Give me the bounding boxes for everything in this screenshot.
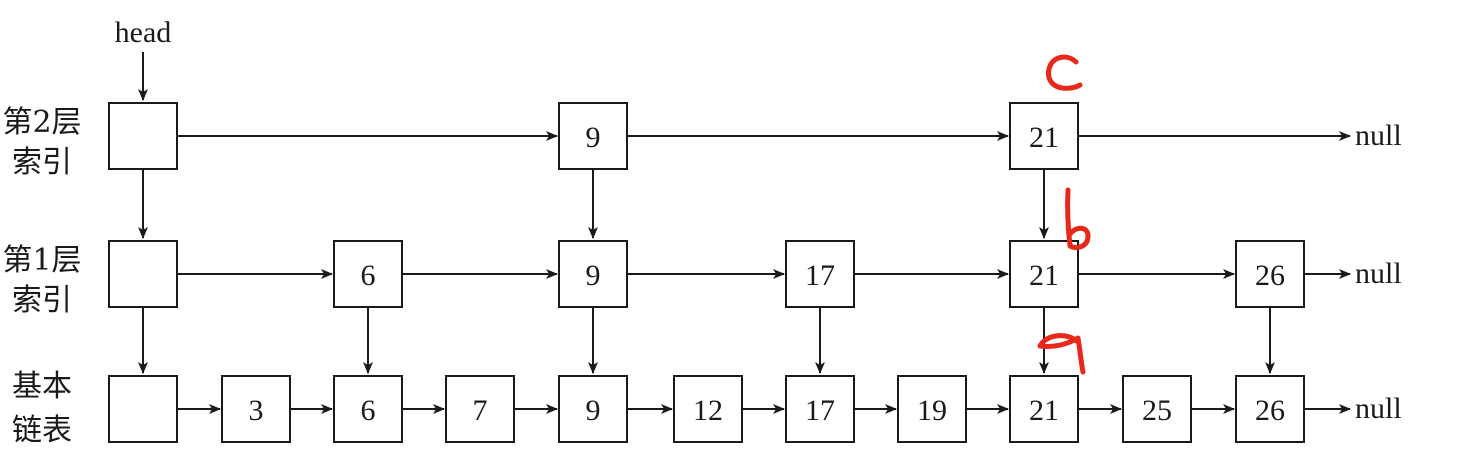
level2-node-head <box>108 102 178 170</box>
annotation-b <box>1065 187 1091 251</box>
base-node-9-value: 9 <box>586 394 601 427</box>
level1-null: null <box>1355 257 1402 290</box>
base-node-3 <box>221 375 291 443</box>
base-null: null <box>1355 392 1402 425</box>
annotation-a <box>1037 333 1086 375</box>
level2-node-21-value: 21 <box>1029 121 1059 154</box>
level-label-base-line1: 基本 <box>12 369 72 404</box>
level1-node-17 <box>785 240 855 308</box>
base-node-head <box>108 375 178 443</box>
base-node-26-value: 26 <box>1255 394 1285 427</box>
base-row: 3 6 7 9 12 17 19 21 25 26 null <box>108 375 1402 443</box>
level-label-base-line2: 链表 <box>12 413 72 448</box>
level-label-2-line2: 索引 <box>12 145 72 180</box>
level1-node-6-value: 6 <box>361 259 376 292</box>
level-label-2-line1: 第2层 <box>2 105 81 140</box>
base-node-19 <box>897 375 967 443</box>
level1-node-17-value: 17 <box>805 259 835 292</box>
base-node-25-value: 25 <box>1142 394 1172 427</box>
base-node-21 <box>1009 375 1079 443</box>
level1-node-21 <box>1009 240 1079 308</box>
level2-node-9-value: 9 <box>586 121 601 154</box>
base-node-6 <box>333 375 403 443</box>
level-label-2: 第2层 索引 <box>2 105 81 180</box>
annotation-c <box>1046 54 1083 91</box>
level-label-1-line2: 索引 <box>12 283 72 318</box>
level1-row: 6 9 17 21 26 null <box>108 240 1402 308</box>
level1-node-26-value: 26 <box>1255 259 1285 292</box>
base-node-3-value: 3 <box>249 394 264 427</box>
level2-row: 9 21 null <box>108 102 1402 170</box>
level1-node-21-value: 21 <box>1029 259 1059 292</box>
base-node-12-value: 12 <box>693 394 723 427</box>
base-node-7 <box>445 375 515 443</box>
base-node-21-value: 21 <box>1029 394 1059 427</box>
base-node-6-value: 6 <box>361 394 376 427</box>
level1-node-6 <box>333 240 403 308</box>
level-label-base: 基本 链表 <box>12 369 72 448</box>
level2-node-21 <box>1009 102 1079 170</box>
level-label-1: 第1层 索引 <box>2 243 81 318</box>
base-node-9 <box>558 375 628 443</box>
base-node-19-value: 19 <box>917 394 947 427</box>
base-node-7-value: 7 <box>473 394 488 427</box>
level1-node-9-value: 9 <box>586 259 601 292</box>
base-node-17-value: 17 <box>805 394 835 427</box>
level1-node-head <box>108 240 178 308</box>
level-label-1-line1: 第1层 <box>2 243 81 278</box>
level2-null: null <box>1355 119 1402 152</box>
head-label: head <box>115 16 172 49</box>
